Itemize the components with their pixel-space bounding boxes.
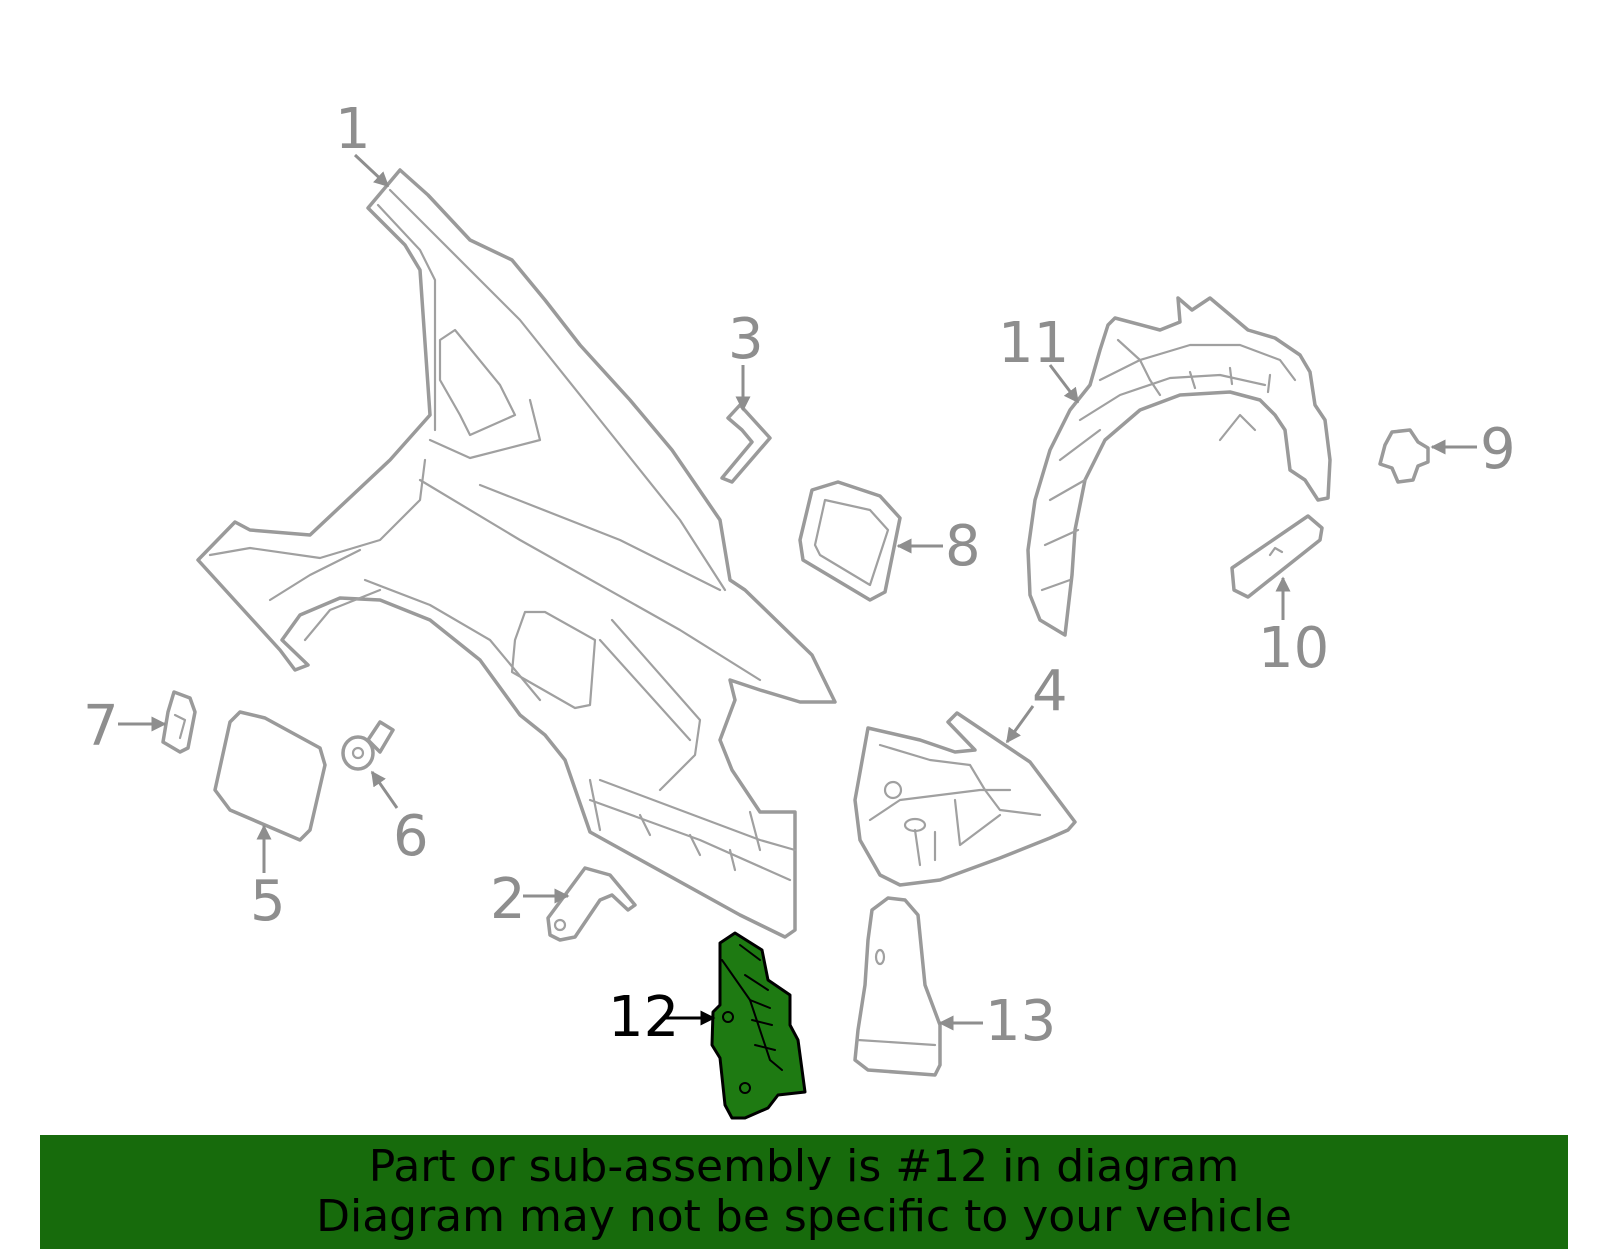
part-13-pad xyxy=(853,896,942,1077)
part-3-clip xyxy=(720,403,772,484)
part-1-quarter-panel xyxy=(196,168,837,939)
banner-line-1: Part or sub-assembly is #12 in diagram xyxy=(368,1141,1240,1192)
part-5-cover xyxy=(213,710,327,842)
leader-lines xyxy=(118,153,1477,1031)
callout-4: 4 xyxy=(1032,659,1068,724)
part-11-wheel-liner xyxy=(1026,296,1332,637)
part-2-bracket xyxy=(546,866,637,942)
callout-2: 2 xyxy=(490,867,526,932)
part-10-strip xyxy=(1230,514,1324,599)
callout-3: 3 xyxy=(728,307,764,372)
part-12-highlighted xyxy=(710,931,807,1120)
banner-line-2: Diagram may not be specific to your vehi… xyxy=(316,1191,1292,1242)
callout-5: 5 xyxy=(250,869,286,934)
callout-8: 8 xyxy=(945,514,981,579)
callout-1: 1 xyxy=(335,97,371,162)
callout-6: 6 xyxy=(393,804,429,869)
callout-9: 9 xyxy=(1480,417,1516,482)
part-7-clip xyxy=(161,690,197,754)
info-banner: Part or sub-assembly is #12 in diagram D… xyxy=(40,1135,1568,1249)
part-4-inner-panel xyxy=(853,711,1077,887)
callout-7: 7 xyxy=(83,694,119,759)
callout-10: 10 xyxy=(1258,616,1329,681)
callout-11: 11 xyxy=(998,311,1069,376)
callout-13: 13 xyxy=(985,989,1056,1054)
part-6-push-pin xyxy=(341,720,395,771)
part-9-clip xyxy=(1378,428,1430,484)
part-8-fuel-door xyxy=(798,480,902,602)
